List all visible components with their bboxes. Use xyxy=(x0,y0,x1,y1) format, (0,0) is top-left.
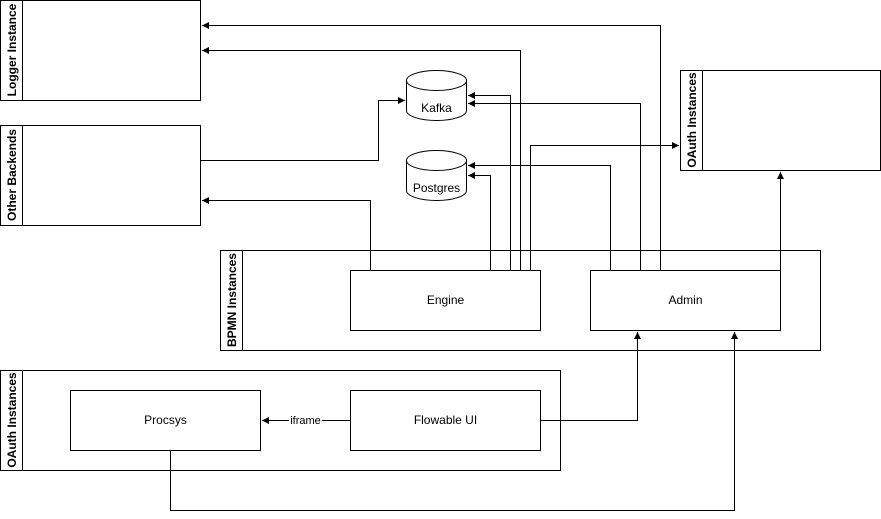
admin-label: Admin xyxy=(668,293,702,307)
kafka-label: Kafka xyxy=(421,101,452,115)
procsys-node: Procsys xyxy=(70,390,261,451)
edge-engine-to-postgres xyxy=(468,172,491,271)
edge-admin-to-postgres xyxy=(468,162,611,271)
edge-engine-to-logger xyxy=(202,47,521,271)
logger-instance-group: Logger Instance xyxy=(0,0,201,101)
iframe-label-bg xyxy=(289,413,322,427)
edge-backends-to-kafka xyxy=(200,97,405,161)
other-backends-group: Other Backends xyxy=(0,125,201,226)
oauth-instances-top-group: OAuth Instances xyxy=(680,70,881,171)
oauth-instances-bottom-title: OAuth Instances xyxy=(5,372,19,468)
iframe-label: iframe xyxy=(290,415,321,427)
kafka-database: Kafka xyxy=(406,70,467,121)
logger-instance-title: Logger Instance xyxy=(5,3,19,96)
engine-label: Engine xyxy=(427,293,465,307)
edge-admin-to-logger xyxy=(202,22,661,271)
edge-procsys-to-admin xyxy=(170,332,738,511)
admin-node: Admin xyxy=(590,270,781,331)
flowable-ui-node: Flowable UI xyxy=(350,390,541,451)
edge-engine-to-kafka xyxy=(468,92,511,271)
other-backends-title: Other Backends xyxy=(5,129,19,221)
engine-node: Engine xyxy=(350,270,541,331)
edge-engine-to-oauth xyxy=(530,142,679,271)
bpmn-instances-title: BPMN Instances xyxy=(225,253,239,347)
edge-engine-to-backends xyxy=(202,197,371,271)
flowable-ui-label: Flowable UI xyxy=(414,413,477,427)
edge-admin-to-kafka xyxy=(468,100,641,271)
postgres-database: Postgres xyxy=(406,150,467,201)
procsys-label: Procsys xyxy=(144,413,187,427)
postgres-label: Postgres xyxy=(413,181,460,195)
edge-flowable-to-admin xyxy=(540,332,641,421)
oauth-instances-top-title: OAuth Instances xyxy=(685,72,699,168)
